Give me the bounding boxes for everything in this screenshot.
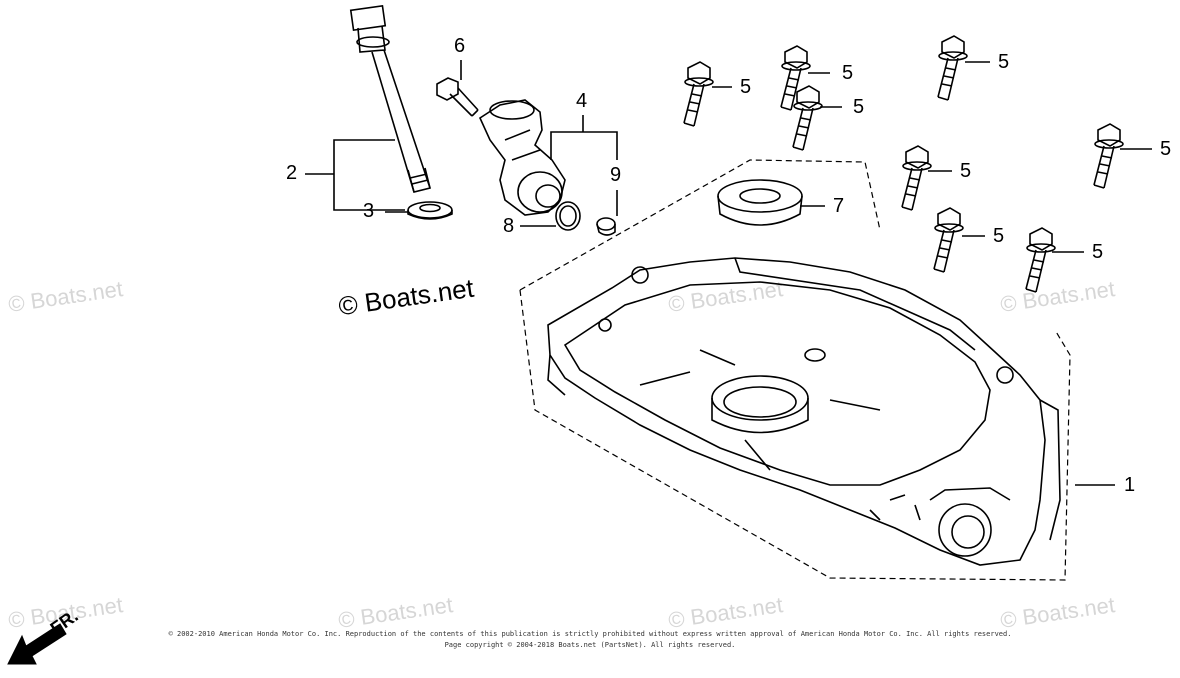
- leaders-5: [712, 61, 1152, 253]
- part-5-bolt: [780, 45, 811, 111]
- part-5-bolt: [901, 145, 932, 211]
- callout-5: 5: [993, 225, 1005, 247]
- part-5-bolt: [1093, 123, 1124, 189]
- callout-5: 5: [998, 51, 1010, 73]
- callout-8: 8: [503, 215, 515, 237]
- callout-5: 5: [842, 62, 854, 84]
- part-5-bolt: [1025, 227, 1056, 293]
- leader-4: [550, 115, 618, 160]
- callout-5: 5: [1092, 241, 1104, 263]
- case-outline: [519, 159, 1071, 581]
- part-5-bolt: [937, 35, 968, 101]
- callout-1: 1: [1124, 474, 1136, 496]
- callout-5: 5: [1160, 138, 1172, 160]
- part-1-case: [547, 257, 1061, 566]
- leader-2: [305, 139, 405, 211]
- callout-6: 6: [454, 35, 466, 57]
- part-4-guide: [478, 99, 566, 216]
- callout-3: 3: [363, 200, 375, 222]
- footer-copyright: © 2002-2010 American Honda Motor Co. Inc…: [168, 630, 1012, 638]
- part-8-oring: [555, 201, 581, 231]
- callout-9: 9: [610, 164, 622, 186]
- part-2-dipstick: [349, 4, 431, 193]
- part-5-bolt: [683, 61, 714, 127]
- part-9-collar: [596, 217, 616, 236]
- footer-page-copyright: Page copyright © 2004-2018 Boats.net (Pa…: [444, 641, 736, 649]
- part-6-bolt: [436, 77, 479, 117]
- part-7-oil-seal: [717, 179, 803, 226]
- callout-5: 5: [740, 76, 752, 98]
- arrow-icon: [7, 623, 67, 665]
- part-5-bolt: [792, 85, 823, 151]
- callout-5: 5: [853, 96, 865, 118]
- callout-2: 2: [286, 162, 298, 184]
- callout-4: 4: [576, 90, 588, 112]
- part-3-washer: [407, 201, 453, 220]
- callout-7: 7: [833, 195, 845, 217]
- part-5-bolt: [933, 207, 964, 273]
- callout-5: 5: [960, 160, 972, 182]
